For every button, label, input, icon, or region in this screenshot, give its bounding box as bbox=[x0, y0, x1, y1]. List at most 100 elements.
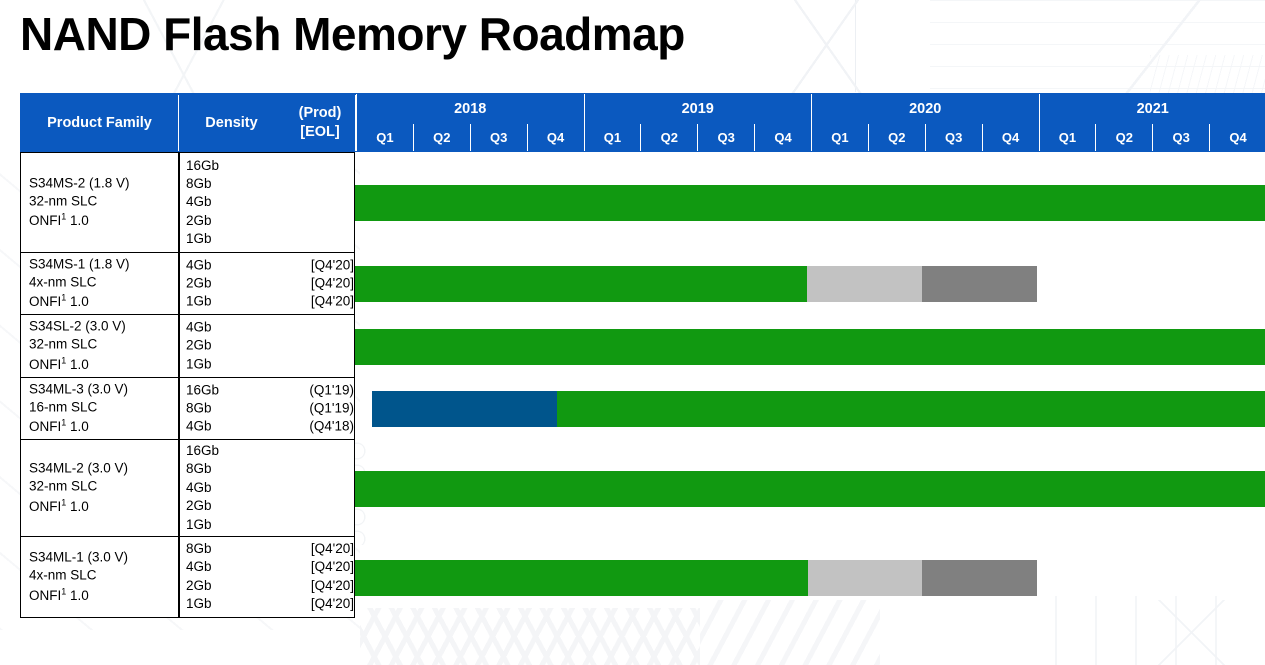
timeline-bar-dark-gray[interactable] bbox=[921, 266, 1037, 302]
prod-eol-value bbox=[286, 230, 354, 248]
prod-eol-value: [Q4'20] bbox=[310, 256, 354, 272]
timeline-bar-green[interactable] bbox=[355, 559, 809, 596]
roadmap-table: Product Family Density (Prod) [EOL] 2018… bbox=[20, 93, 1265, 620]
family-process: 32-nm SLC bbox=[29, 479, 98, 495]
density-value: 8Gb bbox=[186, 461, 212, 477]
family-process: 16-nm SLC bbox=[29, 399, 98, 415]
header-quarter-2019-Q1: Q1 bbox=[583, 124, 641, 151]
timeline-bar-light-gray[interactable] bbox=[807, 266, 922, 302]
timeline-bar-light-gray[interactable] bbox=[808, 559, 922, 596]
prod-eol-value: [Q4'20] bbox=[310, 293, 354, 309]
header-quarter-2021-Q3: Q3 bbox=[1152, 124, 1209, 151]
header-year-2019: 2019 bbox=[583, 94, 812, 124]
density-value: 4Gb bbox=[186, 418, 212, 434]
cell-prod-eol bbox=[286, 442, 354, 534]
header-quarter-2021-Q1: Q1 bbox=[1038, 124, 1096, 151]
timeline-bar-green[interactable] bbox=[355, 328, 1265, 365]
header-quarter-2018-Q4: Q4 bbox=[526, 124, 584, 151]
prod-eol-value: [Q4'20] bbox=[310, 578, 354, 593]
density-value: 16Gb bbox=[186, 157, 220, 173]
family-name: S34SL-2 (3.0 V) bbox=[29, 318, 126, 334]
onfi-footnote-marker: 1 bbox=[61, 211, 67, 222]
cell-prod-eol bbox=[286, 318, 354, 373]
header-quarter-2020-Q3: Q3 bbox=[924, 124, 982, 151]
cell-prod-eol: [Q4'20][Q4'20][Q4'20] bbox=[286, 256, 354, 311]
prod-eol-value: (Q4'18) bbox=[309, 418, 354, 434]
family-onfi: ONFI1 1.0 bbox=[29, 211, 89, 229]
header-prod-eol: (Prod) [EOL] bbox=[285, 94, 355, 151]
prod-eol-value: (Q1'19) bbox=[309, 381, 354, 397]
density-value: 2Gb bbox=[186, 212, 212, 228]
density-value: 1Gb bbox=[186, 516, 212, 532]
density-value: 2Gb bbox=[186, 578, 212, 593]
family-onfi: ONFI1 1.0 bbox=[29, 355, 89, 372]
prod-eol-value bbox=[286, 318, 354, 336]
density-value: 2Gb bbox=[186, 337, 212, 353]
density-value: 1Gb bbox=[186, 596, 212, 612]
density-value: 16Gb bbox=[186, 442, 220, 458]
density-value: 4Gb bbox=[186, 194, 212, 210]
density-value: 2Gb bbox=[186, 275, 212, 291]
prod-eol-value bbox=[286, 193, 354, 211]
header-year-2021: 2021 bbox=[1038, 94, 1265, 124]
density-value: 4Gb bbox=[186, 479, 212, 495]
prod-eol-value bbox=[286, 497, 354, 515]
prod-eol-value bbox=[286, 355, 354, 373]
table-row[interactable]: S34ML-2 (3.0 V) 32-nm SLC ONFI1 1.0 16Gb 8Gb… bbox=[20, 440, 355, 537]
family-process: 32-nm SLC bbox=[29, 193, 98, 209]
table-header: Product Family Density (Prod) [EOL] 2018… bbox=[20, 93, 1265, 152]
family-name: S34ML-2 (3.0 V) bbox=[29, 460, 129, 476]
density-value: 8Gb bbox=[186, 175, 212, 191]
density-value: 1Gb bbox=[186, 293, 212, 309]
timeline-bar-green[interactable] bbox=[557, 391, 1265, 427]
column-divider bbox=[178, 153, 180, 252]
header-divider-2 bbox=[355, 95, 356, 151]
family-name: S34MS-1 (1.8 V) bbox=[29, 256, 130, 272]
header-quarter-2019-Q3: Q3 bbox=[697, 124, 754, 151]
column-divider bbox=[178, 315, 180, 377]
onfi-footnote-marker: 1 bbox=[61, 355, 67, 366]
timeline-bar-dark-gray[interactable] bbox=[921, 559, 1037, 596]
prod-eol-value bbox=[286, 337, 354, 355]
prod-eol-value bbox=[286, 516, 354, 534]
cell-prod-eol: (Q1'19)(Q1'19)(Q4'18) bbox=[286, 381, 354, 436]
prod-eol-value: [Q4'20] bbox=[310, 596, 354, 612]
prod-eol-value bbox=[286, 212, 354, 230]
cell-prod-eol: [Q4'20][Q4'20][Q4'20][Q4'20] bbox=[286, 540, 354, 614]
header-year-2020: 2020 bbox=[811, 94, 1039, 124]
family-onfi: ONFI1 1.0 bbox=[29, 497, 89, 514]
header-year-2018: 2018 bbox=[356, 94, 584, 124]
cell-product-family: S34ML-2 (3.0 V) 32-nm SLC ONFI1 1.0 bbox=[29, 460, 128, 517]
cell-prod-eol bbox=[286, 156, 354, 248]
header-prod-label: (Prod) bbox=[298, 105, 342, 122]
header-quarter-2020-Q2: Q2 bbox=[867, 124, 925, 151]
page-title: NAND Flash Memory Roadmap bbox=[20, 8, 685, 60]
header-eol-label: [EOL] bbox=[300, 123, 340, 140]
timeline-bar-green[interactable] bbox=[355, 266, 808, 302]
prod-eol-value: [Q4'20] bbox=[310, 559, 354, 575]
header-quarter-2021-Q4: Q4 bbox=[1209, 124, 1265, 151]
timeline-bar-blue[interactable] bbox=[372, 391, 557, 427]
density-value: 1Gb bbox=[186, 356, 212, 372]
density-value: 1Gb bbox=[186, 231, 212, 247]
timeline-bar-green[interactable] bbox=[355, 470, 1265, 507]
onfi-footnote-marker: 1 bbox=[61, 586, 67, 597]
header-quarter-2018-Q2: Q2 bbox=[412, 124, 470, 151]
header-quarter-2019-Q2: Q2 bbox=[640, 124, 697, 151]
header-quarter-2020-Q1: Q1 bbox=[811, 124, 868, 151]
header-divider-1 bbox=[178, 95, 179, 151]
family-process: 4x-nm SLC bbox=[29, 568, 97, 584]
prod-eol-value bbox=[286, 479, 354, 497]
timeline-bar-green[interactable] bbox=[355, 184, 1265, 221]
density-value: 16Gb bbox=[186, 381, 220, 397]
